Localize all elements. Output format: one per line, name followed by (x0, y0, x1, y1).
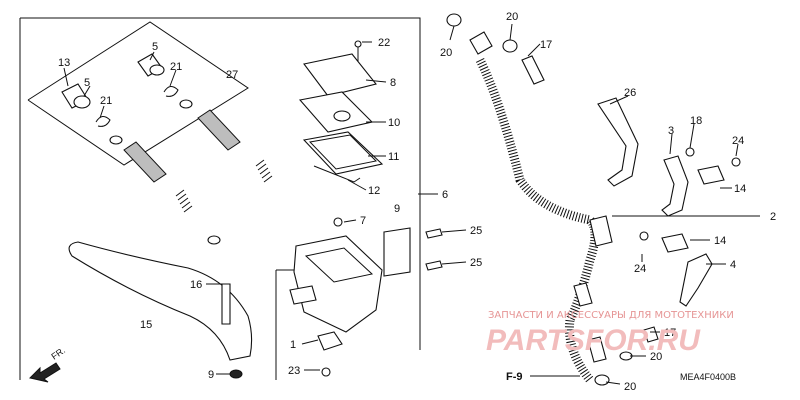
callout-24a: 24 (732, 135, 744, 147)
callout-4: 4 (730, 259, 736, 271)
callout-10: 10 (388, 117, 400, 129)
watermark-logo: PARTSFOR.RU (486, 324, 701, 357)
callout-3: 3 (668, 125, 674, 137)
callout-14b: 14 (714, 235, 726, 247)
hose-brackets (597, 97, 741, 307)
callout-16: 16 (190, 279, 202, 291)
callout-22: 22 (378, 37, 390, 49)
callout-27: 27 (226, 69, 238, 81)
callout-25b: 25 (470, 257, 482, 269)
callout-7: 7 (360, 215, 366, 227)
master-cylinder-piston-kit (61, 53, 273, 245)
callout-15: 15 (140, 319, 152, 331)
callout-21b: 21 (100, 95, 112, 107)
callout-20c: 20 (650, 351, 662, 363)
callout-12: 12 (368, 185, 380, 197)
reference-label: F-9 (506, 371, 523, 383)
callout-2: 2 (770, 211, 776, 223)
watermark: ЗАПЧАСТИ И АКСЕССУАРЫ ДЛЯ МОТОТЕХНИКИ PA… (486, 310, 734, 357)
callout-1: 1 (290, 339, 296, 351)
callout-9b: 9 (208, 369, 214, 381)
callout-13: 13 (58, 57, 70, 69)
callout-20a: 20 (440, 47, 452, 59)
callout-11: 11 (388, 151, 399, 163)
brake-lever (68, 241, 253, 379)
callout-21a: 21 (170, 61, 182, 73)
front-direction-indicator: FR. (29, 345, 67, 383)
front-label: FR. (49, 345, 67, 362)
callout-17a: 17 (540, 39, 552, 51)
callout-6: 6 (442, 189, 448, 201)
callout-23: 23 (288, 365, 300, 377)
callout-26: 26 (624, 87, 636, 99)
callout-5a: 5 (84, 77, 90, 89)
callout-20d: 20 (624, 381, 636, 393)
callout-5b: 5 (152, 41, 158, 53)
watermark-caption: ЗАПЧАСТИ И АКСЕССУАРЫ ДЛЯ МОТОТЕХНИКИ (488, 310, 734, 321)
callout-8: 8 (390, 77, 396, 89)
diagram-code: MEA4F0400B (680, 372, 736, 382)
reservoir-cap-stack (298, 40, 384, 227)
callout-14a: 14 (734, 183, 746, 195)
frame-lines (19, 17, 421, 380)
callout-24b: 24 (634, 263, 646, 275)
callout-20b: 20 (506, 11, 518, 23)
front-arrow-icon (29, 362, 61, 383)
callout-17b: 17 (664, 327, 676, 339)
leader-lines (63, 23, 760, 385)
callout-18: 18 (690, 115, 702, 127)
callout-25a: 25 (470, 225, 482, 237)
callout-labels: 13 5 5 21 21 27 22 8 10 11 12 7 6 9 25 2… (58, 11, 776, 393)
master-cylinder-body (289, 227, 443, 377)
callout-9a: 9 (394, 203, 400, 215)
